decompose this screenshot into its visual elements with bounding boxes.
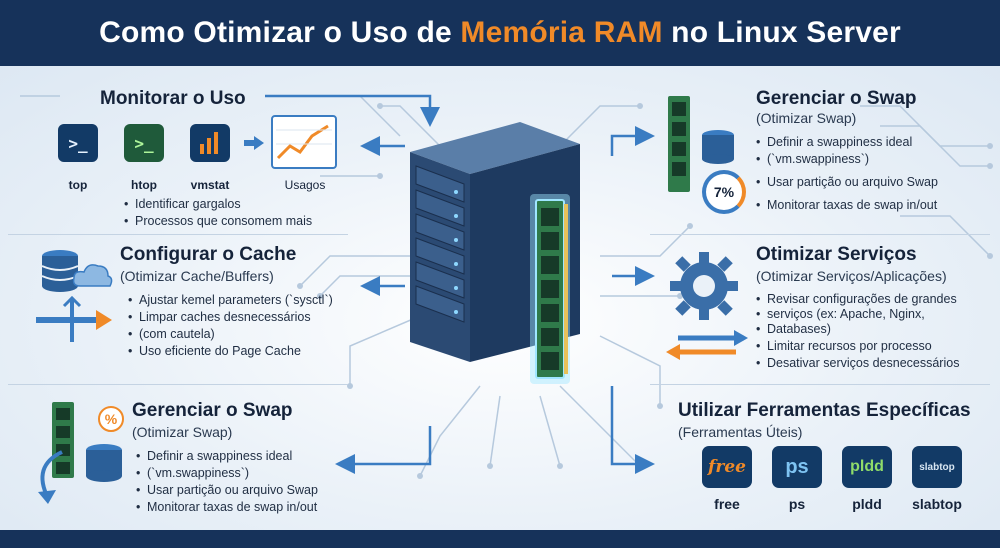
terminal-icon: >_ [124,124,164,162]
bar-chart-icon [190,124,230,162]
circuit-lines [20,95,993,479]
list-item: Ajustar kemel parameters (`sysctl`) [128,292,333,309]
services-title: Otimizar Serviços [756,244,917,265]
divider-left-bottom [8,384,348,385]
cache-bullets: Ajustar kemel parameters (`sysctl`) Limp… [128,292,333,360]
free-tool-icon: free [702,446,752,488]
list-item: serviços (ex: Apache, Nginx, [756,307,959,322]
header-bar: Como Otimizar o Uso de Memória RAM no Li… [0,0,1000,66]
swap-top-bullets: Definir a swappiness ideal (`vm.swappine… [756,134,938,214]
tool-label-ps: ps [788,496,806,512]
tool-label-usagos: Usagos [284,178,326,192]
percent-icon: % [98,406,124,432]
tool-label-top: top [68,178,88,192]
connector-arrows [265,94,655,474]
list-item: Processos que consomem mais [124,213,312,230]
page-title: Como Otimizar o Uso de Memória RAM no Li… [99,16,901,49]
monitor-bullets: Identificar gargalos Processos que conso… [124,196,312,230]
list-item: Uso eficiente do Page Cache [128,343,333,360]
swap-top-subtitle: (Otimizar Swap) [756,110,857,126]
list-item: (`vm.swappiness`) [136,465,318,482]
gear-icon [670,252,738,320]
list-item: Definir a swappiness ideal [756,134,938,151]
database-icon [702,130,734,164]
services-subtitle: (Otimizar Serviços/Aplicações) [756,268,947,284]
list-item: Definir a swappiness ideal [136,448,318,465]
list-item: Limitar recursos por processo [756,339,959,354]
gauge-icon: 7% [702,170,746,214]
slabtop-tool-icon: slabtop [912,446,962,488]
list-item: (com cautela) [128,326,333,343]
list-item: (`vm.swappiness`) [756,151,938,168]
divider-right-top [650,234,990,235]
database-icon [86,444,122,482]
list-item: Limpar caches desnecessários [128,309,333,326]
cache-title: Configurar o Cache [120,244,297,265]
swap-top-title: Gerenciar o Swap [756,88,917,109]
tool-label-vmstat: vmstat [190,178,230,192]
tool-label-free: free [714,496,740,512]
tool-label-slabtop: slabtop [912,496,962,512]
list-item: Revisar configurações de grandes [756,292,959,307]
tool-label-htop: htop [131,178,157,192]
terminal-icon: >_ [58,124,98,162]
ram-stick-icon [530,194,570,384]
divider-left-top [8,234,348,235]
tools-title: Utilizar Ferramentas Específicas [678,400,971,421]
gauge-value: 7% [713,184,735,200]
list-item: Desativar serviços desnecessários [756,356,959,371]
pldd-tool-icon: pldd [842,446,892,488]
arrow-right-icon [244,136,264,150]
divider-right-bottom [650,384,990,385]
list-item: Usar partição ou arquivo Swap [756,174,938,191]
list-item: Databases) [756,322,959,337]
title-highlight: Memória RAM [460,16,663,49]
cache-subtitle: (Otimizar Cache/Buffers) [120,268,274,284]
services-bullets: Revisar configurações de grandes serviço… [756,292,959,371]
list-item: Usar partição ou arquivo Swap [136,482,318,499]
swap-bottom-subtitle: (Otimizar Swap) [132,424,233,440]
footer-bar [0,530,1000,548]
swap-arrows-icon [36,295,112,342]
database-icon [41,250,79,292]
list-item: Monitorar taxas de swap in/out [756,197,938,214]
monitor-title: Monitorar o Uso [100,88,246,109]
ram-stick-icon [668,96,690,192]
tool-label-pldd: pldd [852,496,882,512]
list-item: Identificar gargalos [124,196,312,213]
list-item: Monitorar taxas de swap in/out [136,499,318,516]
tools-subtitle: (Ferramentas Úteis) [678,424,803,440]
swap-arrows-icon [38,450,63,504]
swap-bottom-bullets: Definir a swappiness ideal (`vm.swappine… [136,448,318,516]
swap-bottom-title: Gerenciar o Swap [132,400,293,421]
line-chart-icon [271,115,337,169]
swap-arrows-icon [666,330,748,360]
infographic-canvas: Monitorar o Uso >_ >_ top htop vmstat Us… [0,66,1000,530]
cloud-icon [72,264,113,287]
ps-tool-icon: ps [772,446,822,488]
